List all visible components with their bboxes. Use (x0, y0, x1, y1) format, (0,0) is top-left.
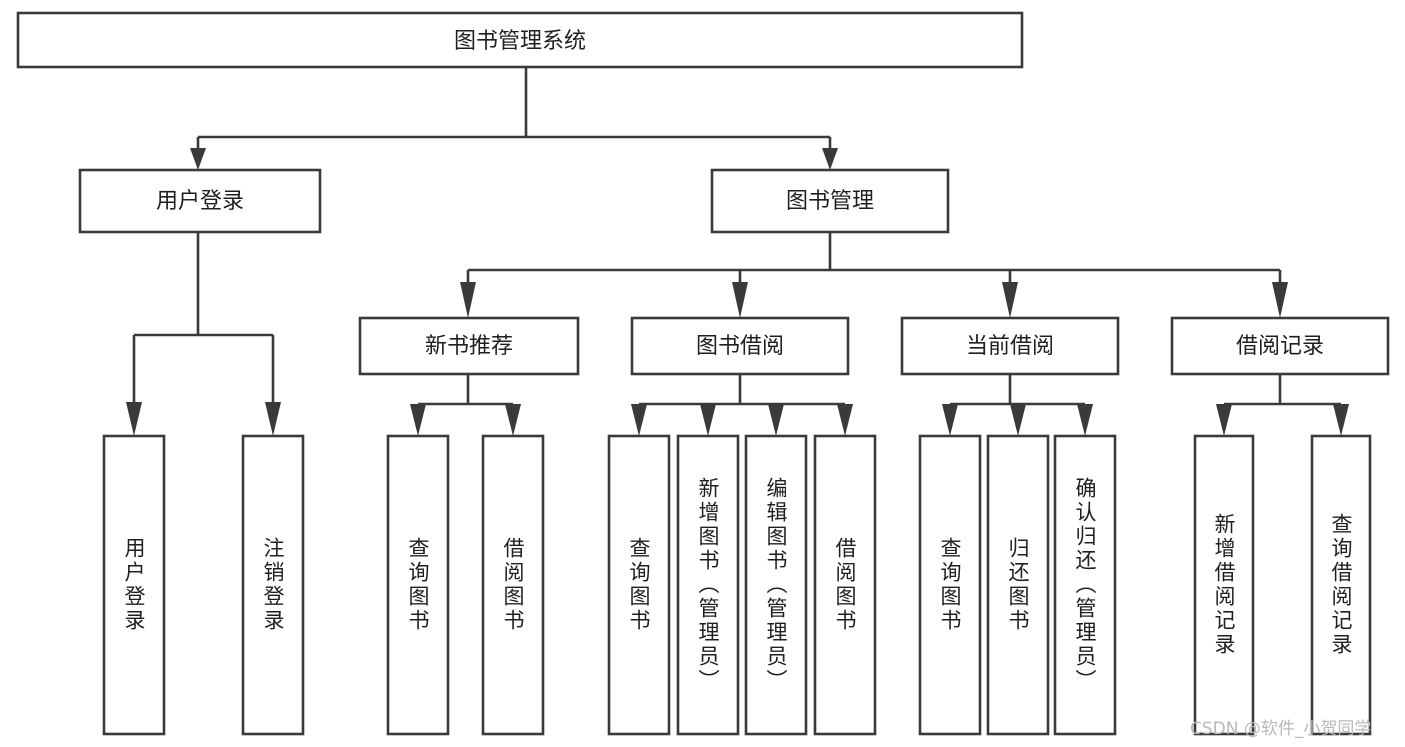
node-new-book-recommend-box[interactable] (358, 316, 580, 376)
node-user-login-label: 用户登录 (156, 189, 244, 214)
leaf-box-logout[interactable] (241, 434, 305, 736)
node-book-manage-label: 图书管理 (786, 189, 874, 214)
node-book-borrow[interactable]: 图书借阅 (630, 316, 850, 376)
leaf-box-user-login[interactable] (102, 434, 166, 736)
connector-group-root-to-level2 (190, 67, 838, 170)
leaf-box-borrow-book-a[interactable] (481, 434, 545, 736)
node-current-borrow-label: 当前借阅 (966, 334, 1054, 359)
leaf-box-borrow-book-b[interactable] (813, 434, 877, 736)
connector-group-borrow-record-to-leaves (1216, 374, 1349, 436)
arrow-leaf-return-book (1010, 404, 1026, 436)
node-book-manage-box[interactable] (710, 168, 950, 234)
node-borrow-record[interactable]: 借阅记录 (1170, 316, 1390, 376)
node-current-borrow-box[interactable] (900, 316, 1120, 376)
csdn-watermark: CSDN @软件_小贺同学 (1190, 719, 1372, 739)
arrow-leaf-confirm-return (1077, 404, 1093, 436)
arrow-to-book-manage (822, 148, 838, 170)
node-new-book-recommend[interactable]: 新书推荐 (358, 316, 580, 376)
arrow-leaf-edit-book (768, 404, 784, 436)
arrow-to-user-login (190, 148, 206, 170)
leaf-box-group (102, 434, 1372, 736)
arrow-to-book-borrow (732, 282, 748, 318)
leaf-box-return-book[interactable] (986, 434, 1050, 736)
node-book-manage[interactable]: 图书管理 (710, 168, 950, 234)
arrow-leaf-user-login (126, 402, 142, 436)
arrow-leaf-query-record (1333, 404, 1349, 436)
node-borrow-record-box[interactable] (1170, 316, 1390, 376)
node-root-box[interactable] (16, 11, 1024, 69)
leaf-box-confirm-return[interactable] (1053, 434, 1117, 736)
leaf-box-add-record[interactable] (1193, 434, 1255, 736)
leaf-box-edit-book[interactable] (744, 434, 808, 736)
connector-group-book-manage-to-level3 (460, 232, 1288, 318)
node-book-borrow-box[interactable] (630, 316, 850, 376)
arrow-leaf-borrow-book-b (837, 404, 853, 436)
node-borrow-record-label: 借阅记录 (1236, 334, 1324, 359)
arrow-leaf-query-book-b (631, 404, 647, 436)
arrow-leaf-logout (265, 402, 281, 436)
node-root-label: 图书管理系统 (454, 29, 586, 54)
leaf-box-query-record[interactable] (1310, 434, 1372, 736)
leaf-box-query-book-a[interactable] (386, 434, 450, 736)
node-user-login-box[interactable] (78, 168, 322, 234)
arrow-leaf-add-record (1216, 404, 1232, 436)
arrow-to-borrow-record (1272, 282, 1288, 318)
leaf-box-add-book[interactable] (676, 434, 740, 736)
node-root[interactable]: 图书管理系统 (16, 11, 1024, 69)
arrow-leaf-borrow-book-a (505, 404, 521, 436)
arrow-leaf-add-book (700, 404, 716, 436)
leaf-box-query-book-b[interactable] (607, 434, 671, 736)
connector-group-current-borrow-to-leaves (942, 374, 1093, 436)
node-current-borrow[interactable]: 当前借阅 (900, 316, 1120, 376)
arrow-to-current-borrow (1002, 282, 1018, 318)
connector-group-user-login-to-leaves (126, 232, 281, 436)
connector-group-book-borrow-to-leaves (631, 374, 853, 436)
arrow-to-new-book (460, 282, 476, 318)
arrow-leaf-query-book-a (410, 404, 426, 436)
leaf-box-query-book-c[interactable] (918, 434, 982, 736)
connector-group-new-book-to-leaves (410, 374, 521, 436)
node-book-borrow-label: 图书借阅 (696, 334, 784, 359)
arrow-leaf-query-book-c (942, 404, 958, 436)
node-user-login[interactable]: 用户登录 (78, 168, 322, 234)
node-new-book-recommend-label: 新书推荐 (425, 334, 513, 359)
